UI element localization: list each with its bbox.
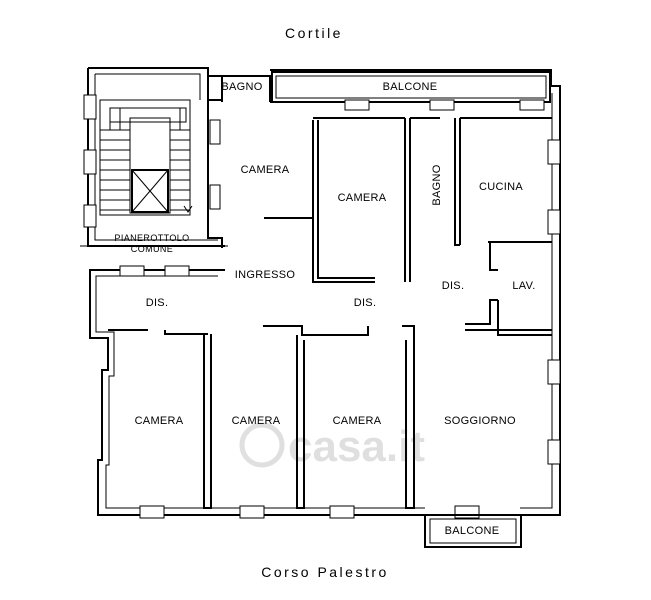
bagno-top-label: BAGNO [221,81,262,93]
bagno-vertical-label: BAGNO [431,164,443,205]
camera-lower-3-label: CAMERA [333,415,382,427]
watermark-text: casa.it [288,422,425,471]
camera-upper-left-label: CAMERA [241,164,290,176]
dis-mid-label: DIS. [354,297,377,309]
soggiorno-label: SOGGIORNO [444,415,516,427]
room-labels: Cortile Corso Palestro BAGNO BALCONE CAM… [114,25,535,580]
top-street-label: Cortile [285,25,343,41]
casa-it-watermark: casa.it [239,422,425,471]
camera-lower-1-label: CAMERA [135,415,184,427]
comune-label: COMUNE [131,244,173,254]
staircase [99,99,193,216]
balcone-bottom-label: BALCONE [445,525,500,537]
dis-right-label: DIS. [442,280,465,292]
ingresso-label: INGRESSO [235,269,296,281]
interior-walls-upper [207,100,552,336]
top-bathroom-walls [208,75,271,102]
dis-left-label: DIS. [146,297,169,309]
top-balcony [271,71,551,103]
camera-lower-2-label: CAMERA [232,415,281,427]
camera-upper-mid-label: CAMERA [338,192,387,204]
balcone-top-label: BALCONE [383,81,438,93]
windows [83,94,561,519]
pianerottolo-label: PIANEROTTOLO [114,233,189,243]
bottom-street-label: Corso Palestro [261,564,389,580]
bottom-balcony [424,514,522,548]
interior-walls-lower [108,325,552,509]
lav-label: LAV. [512,280,535,292]
cucina-label: CUCINA [479,181,523,193]
